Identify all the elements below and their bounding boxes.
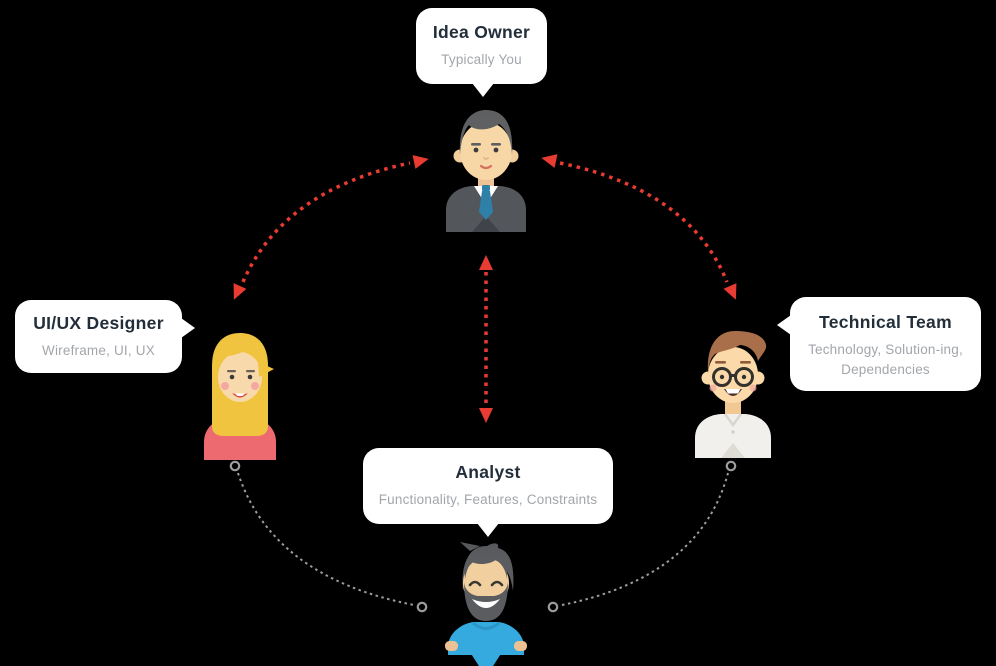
connector-designer-analyst bbox=[229, 460, 428, 613]
label-card-technical-team: Technical Team Technology, Solution-ing,… bbox=[777, 297, 981, 392]
node-subtitle-technical-team: Technology, Solution-ing, Dependencies bbox=[808, 342, 963, 377]
technical-team-avatar bbox=[685, 322, 781, 463]
idea-owner-avatar bbox=[438, 100, 534, 237]
businessman-avatar-icon bbox=[446, 110, 526, 232]
woman-avatar-icon bbox=[204, 333, 276, 460]
bubble-tail bbox=[472, 83, 494, 97]
analyst-avatar bbox=[436, 537, 536, 666]
label-card-designer: UI/UX Designer Wireframe, UI, UX bbox=[15, 300, 195, 373]
label-card-analyst: Analyst Functionality, Features, Constra… bbox=[363, 448, 613, 537]
node-subtitle-idea-owner: Typically You bbox=[441, 52, 522, 67]
bubble-tail bbox=[477, 523, 499, 537]
bubble-tail bbox=[777, 315, 791, 335]
node-subtitle-analyst: Functionality, Features, Constraints bbox=[378, 492, 598, 507]
designer-avatar bbox=[192, 324, 288, 465]
bubble-tail bbox=[181, 318, 195, 338]
node-title-analyst: Analyst bbox=[455, 462, 521, 482]
label-card-idea-owner: Idea Owner Typically You bbox=[416, 8, 547, 97]
node-title-designer: UI/UX Designer bbox=[33, 313, 164, 333]
man-glasses-avatar-icon bbox=[695, 331, 771, 458]
red-arrow-idea-designer bbox=[233, 155, 429, 300]
connector-technical-analyst bbox=[547, 460, 737, 613]
red-arrow-idea-technical bbox=[541, 154, 737, 300]
node-title-technical-team: Technical Team bbox=[819, 312, 952, 332]
node-title-idea-owner: Idea Owner bbox=[432, 22, 531, 42]
red-arrow-idea-analyst bbox=[479, 255, 493, 423]
node-subtitle-designer: Wireframe, UI, UX bbox=[42, 343, 155, 358]
bearded-man-avatar-icon bbox=[445, 542, 527, 666]
